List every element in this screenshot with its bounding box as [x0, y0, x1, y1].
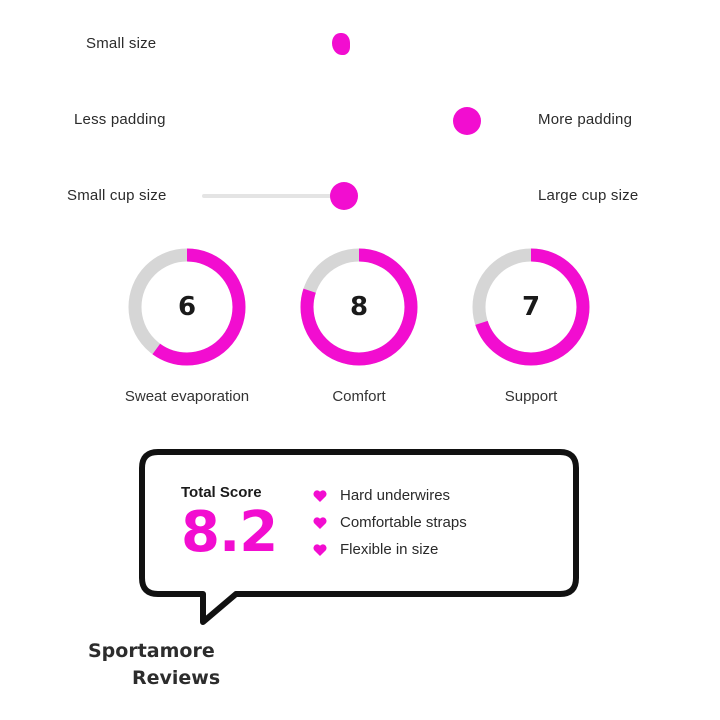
- gauge-label-support: Support: [504, 388, 558, 405]
- feature-label: Flexible in size: [340, 541, 439, 558]
- gauge-fill: [128, 248, 246, 366]
- feature-label: Comfortable straps: [340, 514, 467, 531]
- gauge-value: 6: [177, 292, 197, 322]
- gauge-support: 7: [466, 242, 596, 372]
- slider-size-left-label: Small size: [86, 35, 157, 52]
- feature-list: Hard underwires Comfortable straps Flexi…: [312, 482, 467, 563]
- gauge-sweat-evaporation: 6: [122, 242, 252, 372]
- heart-icon: [312, 515, 328, 531]
- gauge-ring: [300, 248, 418, 366]
- slider-padding-left-label: Less padding: [74, 111, 166, 128]
- slider-cup-track[interactable]: [202, 194, 342, 198]
- total-score-value: 8.2: [181, 500, 278, 565]
- gauge-ring: [128, 248, 246, 366]
- total-score-title: Total Score: [181, 484, 262, 501]
- gauge-value: 8: [349, 292, 369, 322]
- slider-cup-right-label: Large cup size: [538, 187, 639, 204]
- brand-name-line2: Reviews: [132, 667, 221, 689]
- slider-padding-right-label: More padding: [538, 111, 633, 128]
- slider-cup-thumb[interactable]: [330, 182, 358, 210]
- gauge-label-sweat-evaporation: Sweat evaporation: [124, 388, 250, 405]
- heart-icon: [312, 488, 328, 504]
- feature-item: Comfortable straps: [312, 509, 467, 536]
- feature-item: Hard underwires: [312, 482, 467, 509]
- slider-size-thumb[interactable]: [332, 33, 350, 55]
- gauge-fill: [300, 248, 418, 366]
- brand-name-line1: Sportamore: [88, 640, 215, 662]
- slider-padding-thumb[interactable]: [453, 107, 481, 135]
- gauge-value: 7: [521, 292, 541, 322]
- feature-item: Flexible in size: [312, 536, 467, 563]
- feature-label: Hard underwires: [340, 487, 451, 504]
- gauge-fill: [472, 248, 590, 366]
- gauge-ring: [472, 248, 590, 366]
- slider-cup-left-label: Small cup size: [67, 187, 167, 204]
- gauge-comfort: 8: [294, 242, 424, 372]
- gauge-label-comfort: Comfort: [332, 388, 386, 405]
- heart-icon: [312, 542, 328, 558]
